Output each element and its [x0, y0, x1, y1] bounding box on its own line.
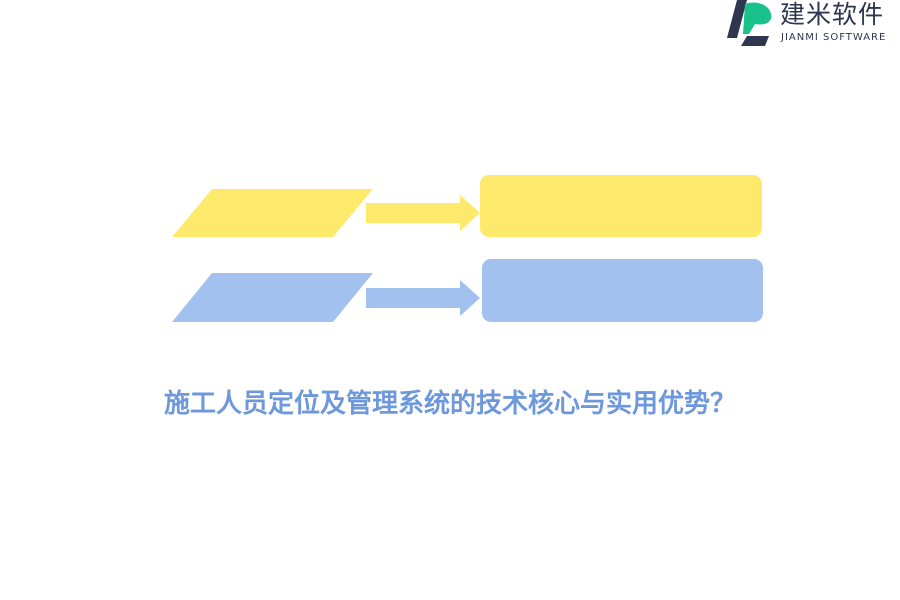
jianmi-logo-icon — [727, 0, 772, 46]
row2-rounded-box — [482, 259, 763, 322]
row1-rounded-box — [480, 175, 762, 237]
row1-parallelogram — [172, 189, 373, 237]
row2-arrow-icon — [366, 280, 480, 316]
brand-name-en: JIANMI SOFTWARE — [781, 32, 887, 43]
caption-title: 施工人员定位及管理系统的技术核心与实用优势？ — [163, 389, 736, 419]
brand-logo: 建米软件 JIANMI SOFTWARE — [725, 0, 900, 48]
brand-name-cn: 建米软件 — [780, 0, 885, 29]
row2-parallelogram — [172, 273, 373, 322]
row1-arrow-icon — [366, 195, 480, 231]
